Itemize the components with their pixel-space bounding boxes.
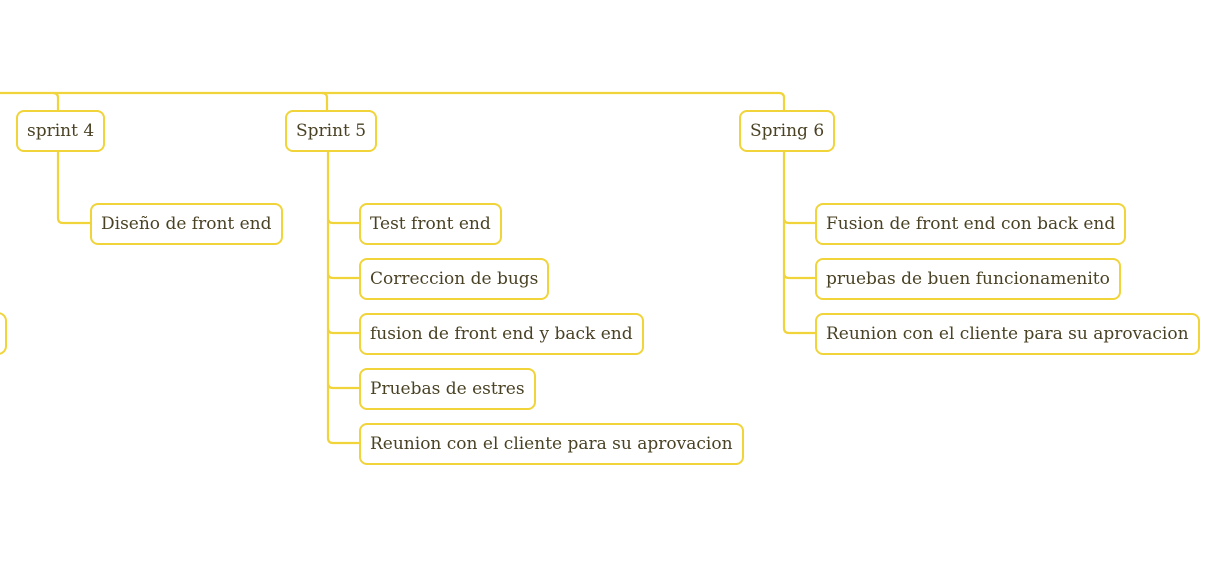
sprint-5-task-2[interactable]: Correccion de bugs [359,258,550,300]
sprint-5-task-1[interactable]: Test front end [359,203,502,245]
sprint-5-node[interactable]: Sprint 5 [285,110,378,152]
branch-line-sprint-5 [321,91,329,111]
main-bus-line [0,91,786,111]
sprint-4-task-1[interactable]: Diseño de front end [90,203,283,245]
sprint-5-task-4[interactable]: Pruebas de estres [359,368,536,410]
spring-6-task-2[interactable]: pruebas de buen funcionamenito [815,258,1121,300]
branch-line-sprint-4 [52,91,60,111]
spring-6-node[interactable]: Spring 6 [739,110,836,152]
sprint-4-node[interactable]: sprint 4 [16,110,106,152]
offscreen-node [0,312,7,355]
child-lines-sprint-5 [326,151,360,445]
sprint-5-task-5[interactable]: Reunion con el cliente para su aprovacio… [359,423,744,465]
child-lines-spring-6 [782,151,817,335]
child-lines-sprint-4 [56,151,91,225]
spring-6-task-1[interactable]: Fusion de front end con back end [815,203,1127,245]
sprint-5-task-3[interactable]: fusion de front end y back end [359,313,644,355]
spring-6-task-3[interactable]: Reunion con el cliente para su aprovacio… [815,313,1200,355]
